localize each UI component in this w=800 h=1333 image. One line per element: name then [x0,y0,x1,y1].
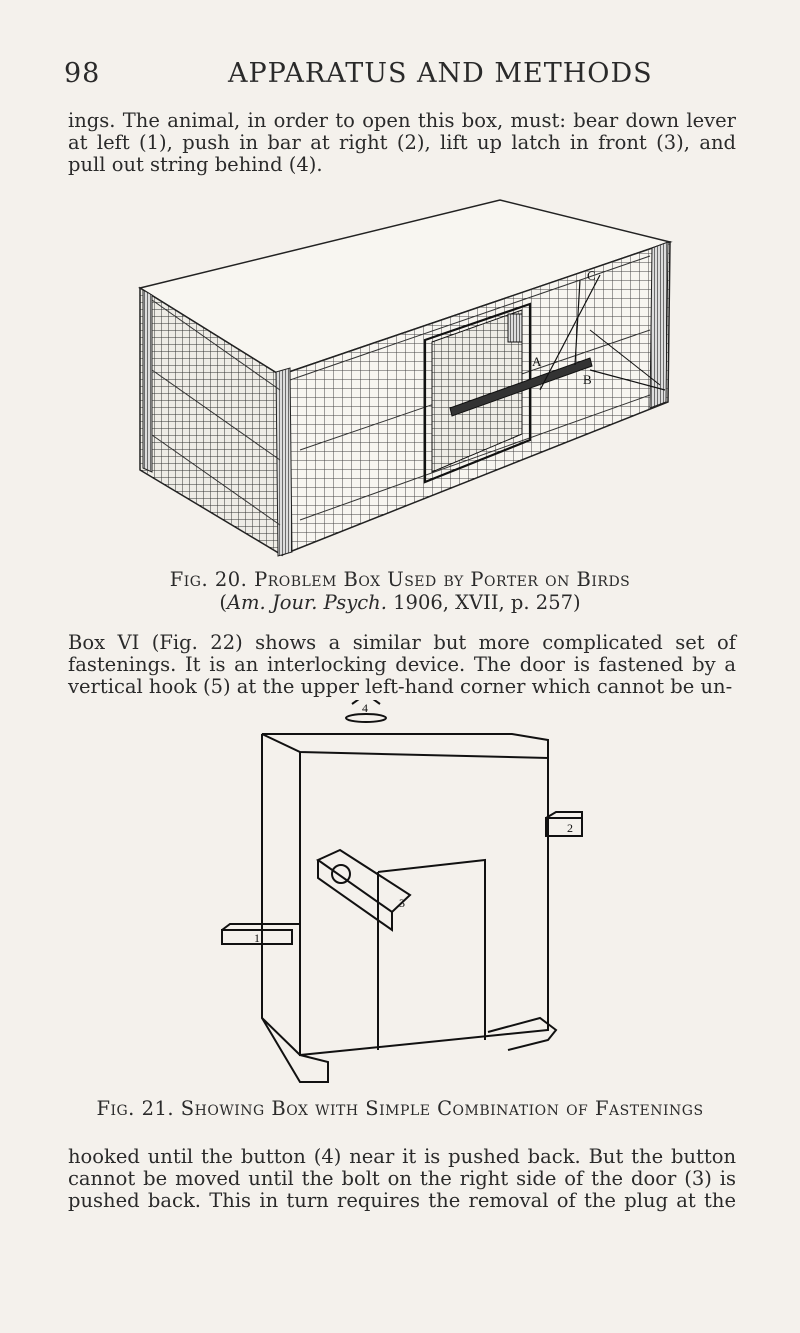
label-b: B [583,372,592,387]
latch-bottom [487,1016,558,1051]
label-4: 4 [362,701,368,715]
problem-box-illustration: C A B [138,199,673,557]
text-line: fastenings. It is an interlocking device… [68,653,736,676]
figure-21: 1 2 3 4 [0,692,800,1090]
text-line: pull out string behind (4). [68,153,323,176]
button-4 [345,713,387,723]
bolt-3 [315,848,412,914]
text-line: ings. The animal, in order to open this … [68,109,736,132]
combination-box-illustration: 1 2 3 4 [221,692,583,1083]
paragraph-3: hooked until the button (4) near it is p… [68,1146,736,1212]
label-c: C [587,268,596,283]
latch-block [507,313,523,343]
text-line: vertical hook (5) at the upper left-hand… [68,675,733,698]
paragraph-1: ings. The animal, in order to open this … [68,110,736,176]
label-a: A [532,354,542,369]
caption-title: Fig. 20. Problem Box Used by Porter on B… [169,568,631,591]
page-header: 98 APPARATUS AND METHODS [0,58,800,92]
latch-bar [449,357,593,417]
text-line: at left (1), push in bar at right (2), l… [68,131,736,154]
lever-1 [221,929,293,945]
citation: 1906, XVII, p. 257) [393,591,581,614]
running-head: APPARATUS AND METHODS [228,58,653,89]
figure-21-caption: Fig. 21. Showing Box with Simple Combina… [96,1097,704,1120]
label-2: 2 [567,821,573,835]
door [377,858,486,1050]
journal-name: Am. Jour. Psych. [226,591,387,614]
corner-post [275,367,293,557]
text-line: pushed back. This in turn requires the r… [68,1189,736,1212]
wire [261,1017,329,1083]
corner-post [142,289,153,473]
caption-source: (Am. Jour. Psych. 1906, XVII, p. 257) [219,591,581,614]
door-panel [431,309,523,473]
text-line: cannot be moved until the bolt on the ri… [68,1167,736,1190]
bar-2 [545,817,583,837]
page-number: 98 [64,58,101,89]
text-line: hooked until the button (4) near it is p… [68,1145,736,1168]
bolt-knob [331,864,351,884]
box-left-side [261,734,301,1056]
paragraph-2: Box VI (Fig. 22) shows a similar but mor… [68,632,736,698]
door-frame [423,302,532,484]
figure-20: C A B [0,190,800,560]
label-3: 3 [399,896,405,910]
corner-post [649,241,669,409]
box-front [299,752,549,1057]
text-line: Box VI (Fig. 22) shows a similar but mor… [68,631,736,654]
figure-20-caption: Fig. 20. Problem Box Used by Porter on B… [0,568,800,614]
box-top-edge [261,733,549,760]
label-1: 1 [254,931,260,945]
